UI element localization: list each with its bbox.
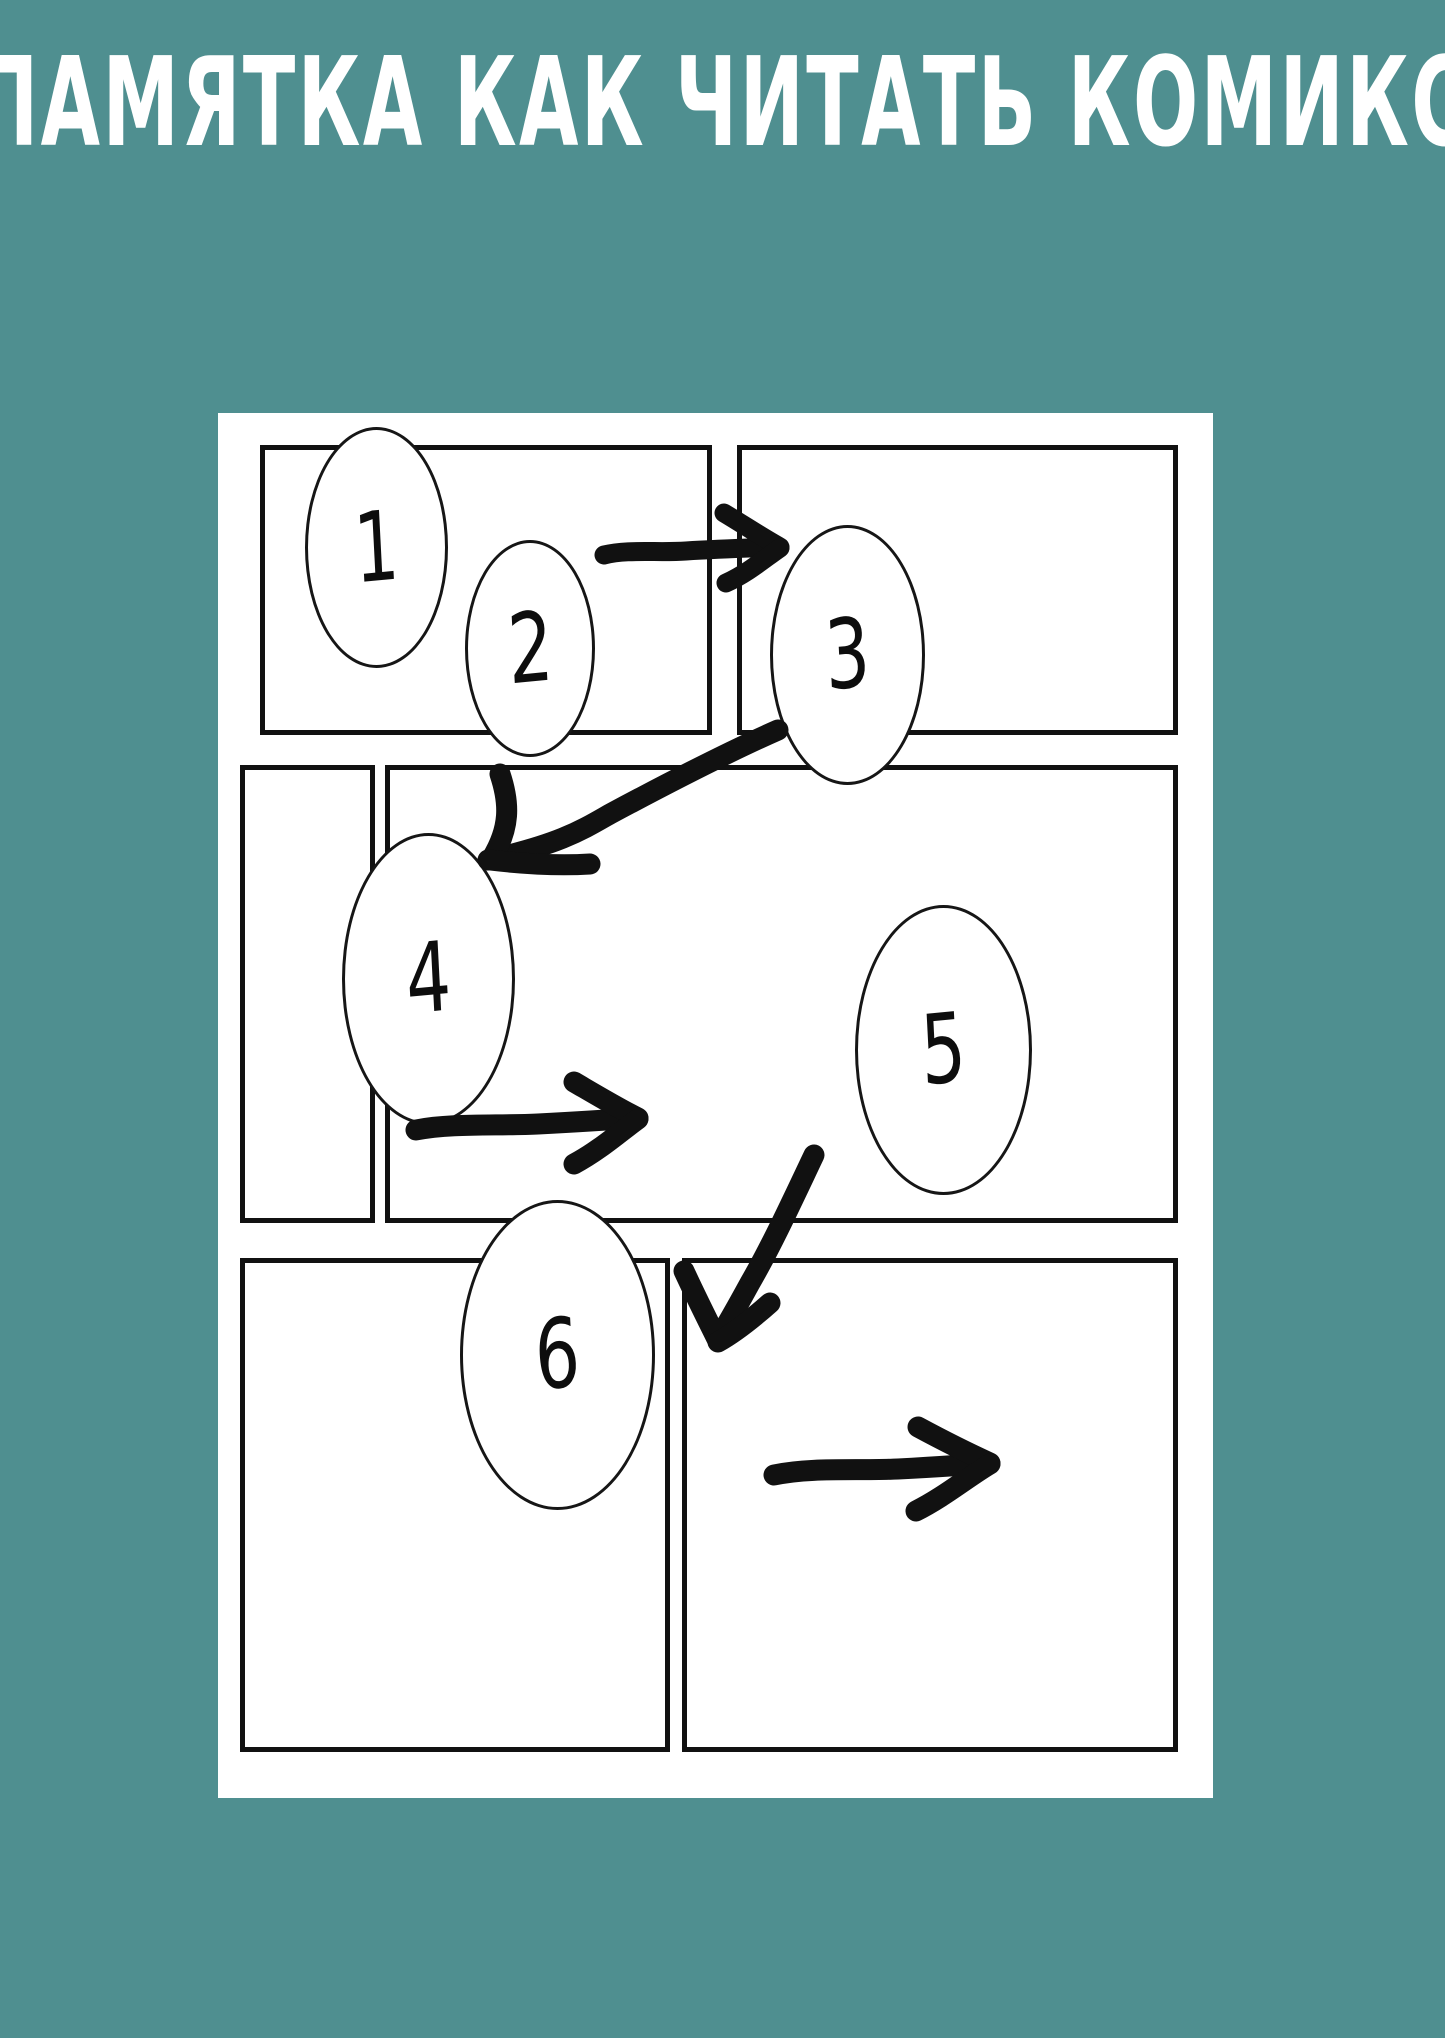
bubble-2-label: 2 [504, 590, 556, 707]
page-title-text: ПАМЯТКА КАК ЧИТАТЬ КОМИКС [0, 31, 1445, 175]
bubble-2[interactable]: 2 [465, 540, 595, 757]
bubble-5[interactable]: 5 [855, 905, 1032, 1195]
bubble-3-label: 3 [822, 596, 873, 714]
bubble-1[interactable]: 1 [305, 427, 448, 668]
bubble-5-label: 5 [918, 991, 969, 1109]
page-title: ПАМЯТКА КАК ЧИТАТЬ КОМИКС [0, 42, 1445, 165]
bubble-6[interactable]: 6 [460, 1200, 655, 1510]
bubble-4[interactable]: 4 [342, 833, 515, 1125]
bubble-3[interactable]: 3 [770, 525, 925, 785]
panel-row3-right[interactable] [682, 1258, 1178, 1752]
bubble-6-label: 6 [532, 1296, 583, 1414]
bubble-4-label: 4 [403, 920, 454, 1038]
bubble-1-label: 1 [351, 489, 402, 606]
comic-sheet: 1 2 3 4 5 6 [218, 413, 1213, 1798]
